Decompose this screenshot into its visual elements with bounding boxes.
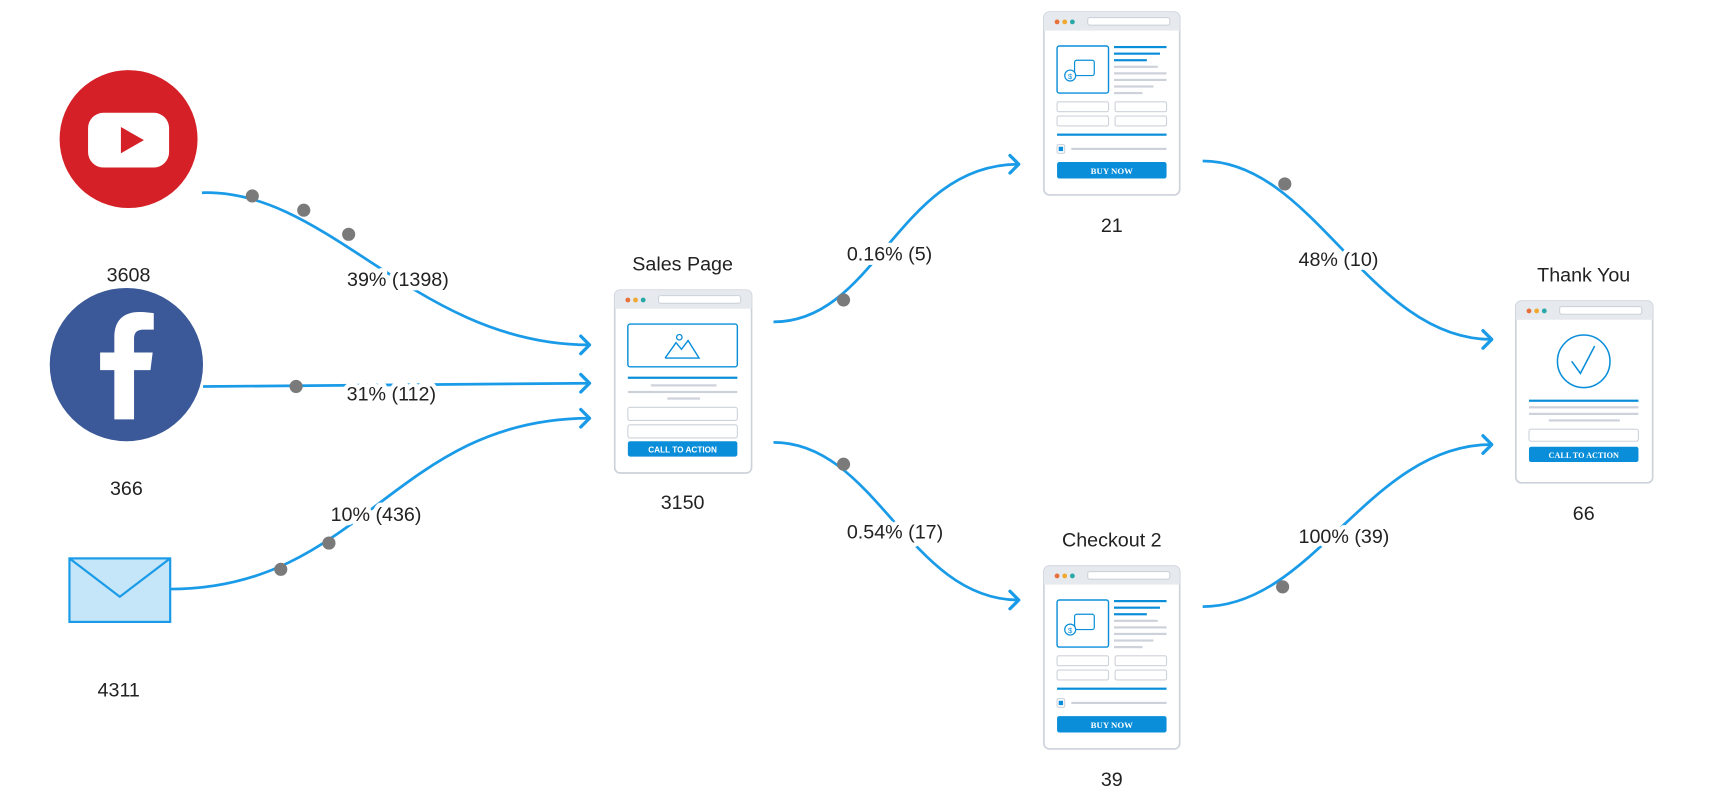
cta-label: CALL TO ACTION bbox=[1549, 451, 1619, 460]
source-email[interactable]: 4311 bbox=[68, 557, 172, 701]
edge-handle[interactable] bbox=[1278, 177, 1292, 191]
buy-now-button bbox=[1057, 716, 1167, 733]
edge-dots bbox=[245, 177, 1292, 594]
edge-label: 31% (112) bbox=[347, 384, 436, 406]
edges bbox=[170, 153, 1494, 611]
page-checkout1[interactable]: $ BUY NOW bbox=[1043, 11, 1181, 196]
svg-text:$: $ bbox=[1068, 72, 1073, 81]
payment-icon bbox=[1056, 45, 1110, 94]
edge-sales-checkout2[interactable] bbox=[773, 440, 1019, 602]
arrow-head-icon bbox=[579, 407, 592, 429]
page-checkout2[interactable]: $ BUY NOW bbox=[1043, 565, 1181, 750]
edge-checkout1-thankyou[interactable] bbox=[1202, 159, 1492, 341]
edge-handle[interactable] bbox=[322, 536, 336, 550]
edge-label: 39% (1398) bbox=[347, 269, 449, 291]
edge-label: 0.16% (5) bbox=[847, 244, 932, 266]
edge-handle[interactable] bbox=[297, 203, 311, 217]
edge-label: 48% (10) bbox=[1299, 249, 1379, 271]
source-count: 366 bbox=[110, 478, 143, 500]
edge-label: 10% (436) bbox=[331, 504, 422, 526]
arrow-head-icon bbox=[1008, 589, 1021, 611]
edge-handle[interactable] bbox=[1276, 580, 1290, 594]
edge-handle[interactable] bbox=[342, 227, 356, 241]
source-facebook[interactable]: 366 bbox=[49, 287, 204, 500]
arrow-head-icon bbox=[579, 372, 592, 394]
source-youtube[interactable]: 3608 bbox=[59, 70, 198, 286]
page-count: 3150 bbox=[661, 492, 705, 514]
image-placeholder-icon bbox=[627, 323, 739, 368]
edge-checkout2-thankyou[interactable] bbox=[1202, 443, 1492, 608]
arrow-head-icon bbox=[579, 334, 592, 356]
edge-handle[interactable] bbox=[836, 293, 851, 307]
cta-button bbox=[1528, 446, 1639, 463]
page-count: 21 bbox=[1101, 215, 1123, 237]
edge-handle[interactable] bbox=[289, 379, 303, 394]
cta-button bbox=[627, 441, 738, 457]
svg-text:$: $ bbox=[1068, 626, 1073, 635]
facebook-f-glyph bbox=[100, 312, 154, 420]
buy-now-label: BUY NOW bbox=[1091, 166, 1133, 176]
arrow-head-icon bbox=[1481, 434, 1494, 455]
page-title: Thank You bbox=[1537, 264, 1630, 286]
payment-icon bbox=[1056, 599, 1110, 648]
arrow-head-icon bbox=[1481, 329, 1494, 350]
edge-handle[interactable] bbox=[274, 562, 288, 576]
page-title: Sales Page bbox=[632, 253, 733, 275]
envelope-flap bbox=[68, 557, 171, 599]
source-count: 4311 bbox=[98, 679, 140, 701]
page-thankyou[interactable]: CALL TO ACTION bbox=[1515, 300, 1654, 484]
page-count: 66 bbox=[1573, 503, 1595, 525]
source-count: 3608 bbox=[107, 264, 151, 286]
edge-handle[interactable] bbox=[245, 189, 259, 203]
edge-email-sales[interactable] bbox=[170, 416, 590, 591]
checkmark-circle-icon bbox=[1556, 334, 1611, 389]
envelope-icon bbox=[68, 557, 172, 624]
page-sales[interactable]: CALL TO ACTION bbox=[613, 289, 753, 474]
edge-label: 0.54% (17) bbox=[847, 522, 943, 544]
page-count: 39 bbox=[1101, 769, 1123, 791]
arrow-head-icon bbox=[1008, 153, 1021, 175]
buy-now-label: BUY NOW bbox=[1091, 720, 1133, 730]
edge-sales-checkout1[interactable] bbox=[773, 162, 1019, 324]
play-icon bbox=[120, 127, 144, 154]
edge-label: 100% (39) bbox=[1299, 526, 1390, 548]
buy-now-button bbox=[1057, 162, 1167, 179]
edge-facebook-sales[interactable] bbox=[203, 381, 590, 388]
edge-handle[interactable] bbox=[836, 457, 851, 471]
edge-labels: 39% (1398) 31% (112) 10% (436) 0.16% (5)… bbox=[326, 239, 1394, 552]
page-title: Checkout 2 bbox=[1062, 529, 1162, 551]
cta-label: CALL TO ACTION bbox=[648, 446, 717, 455]
